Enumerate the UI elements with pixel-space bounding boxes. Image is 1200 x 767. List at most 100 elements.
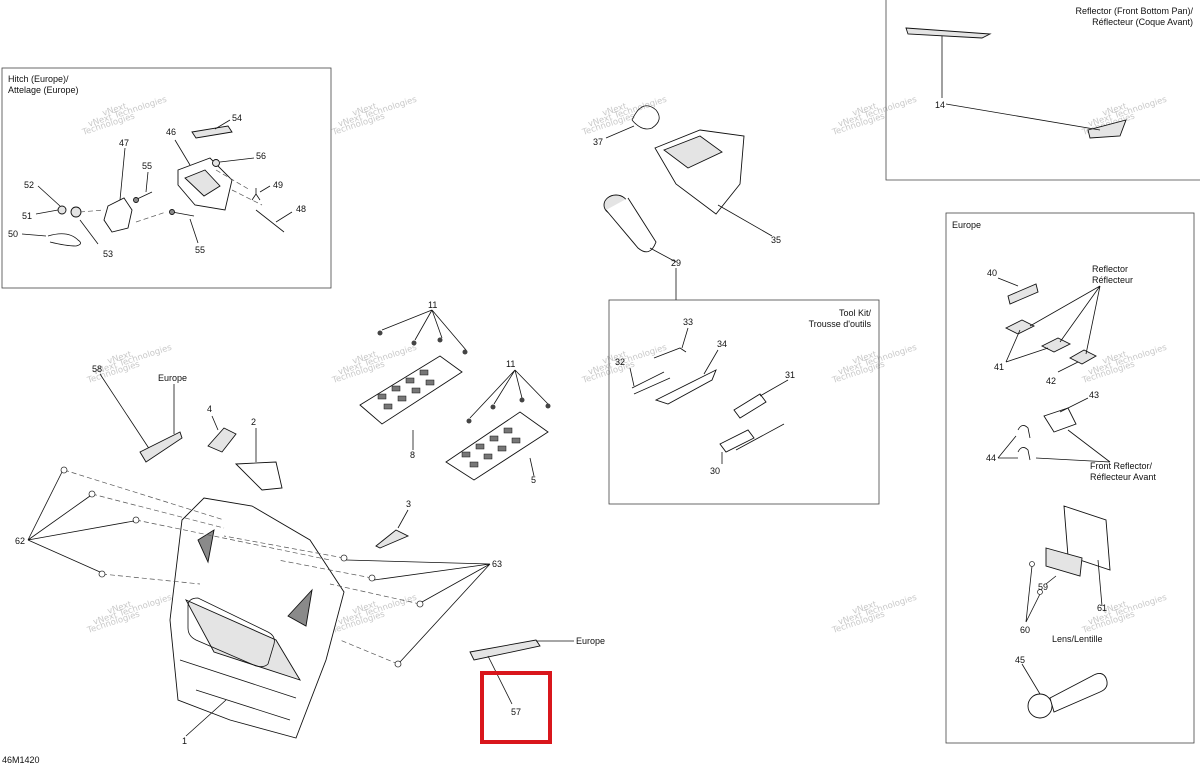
part-number: 8 — [410, 450, 415, 460]
highlight-box — [480, 671, 552, 744]
badge-part — [234, 461, 283, 491]
watermark: vNext Technologies — [1087, 95, 1169, 130]
part-number: 14 — [935, 100, 945, 110]
part-number: 62 — [15, 536, 25, 546]
part-number: 30 — [710, 466, 720, 476]
part-number: 11 — [506, 359, 515, 369]
part-number: 5 — [531, 475, 536, 485]
part-number: 29 — [671, 258, 681, 268]
wrench-part — [631, 371, 671, 395]
watermark: vNext Technologies — [92, 593, 174, 628]
hitch-title-2: Attelage (Europe) — [8, 85, 79, 95]
part-number: 43 — [1089, 390, 1099, 400]
small-decal-part — [207, 427, 237, 453]
reflector-front-frame — [885, 0, 1200, 181]
screwdriver-part — [719, 429, 755, 453]
part-number: 1 — [182, 736, 187, 746]
part-number: 31 — [785, 370, 795, 380]
reflector-label-2: Réflecteur — [1092, 275, 1133, 285]
europe-strip-part — [469, 639, 541, 661]
horn-part — [1049, 673, 1108, 713]
front-reflector-label-2: Réflecteur Avant — [1090, 472, 1156, 482]
clip-part — [1017, 425, 1031, 461]
part-number: 4 — [207, 404, 212, 414]
reflector-part — [1040, 337, 1072, 353]
watermark: vNext Technologies — [87, 95, 169, 130]
part-number: 48 — [296, 204, 306, 214]
allen-key-part — [653, 347, 687, 359]
side-decal-part — [375, 529, 410, 549]
hood-part — [169, 497, 345, 739]
watermark: vNext Technologies — [337, 593, 419, 628]
part-number: 57 — [511, 707, 521, 717]
tool-kit-frame — [608, 299, 880, 505]
hitch-title-1: Hitch (Europe)/ — [8, 74, 69, 84]
reflector-front-section: Reflector (Front Bottom Pan)/ Réflecteur… — [885, 0, 1200, 181]
part-number: 56 — [256, 151, 266, 161]
cylinder-part — [605, 197, 657, 253]
europe-note-58: Europe — [158, 373, 187, 383]
reflector-strip-part — [1087, 119, 1127, 139]
front-panel-assembly: Europe 58 4 2 3 1 62 63 Europe — [15, 364, 605, 746]
spanner-part — [654, 369, 717, 405]
part-number: 33 — [683, 317, 693, 327]
part-number: 60 — [1020, 625, 1030, 635]
diagram-code: 46M1420 — [2, 755, 40, 765]
watermark: vNext Technologies — [587, 343, 669, 378]
watermark: vNext Technologies — [337, 343, 419, 378]
lens-label: Lens/Lentille — [1052, 634, 1103, 644]
front-reflector-label-1: Front Reflector/ — [1090, 461, 1153, 471]
part-number: 54 — [232, 113, 242, 123]
part-number: 49 — [273, 180, 283, 190]
plate-holder-part — [1063, 505, 1111, 571]
reflector-front-title-2: Réflecteur (Coque Avant) — [1092, 17, 1193, 27]
part-number: 51 — [22, 211, 32, 221]
part-number: 34 — [717, 339, 727, 349]
reflector-front-title-1: Reflector (Front Bottom Pan)/ — [1075, 6, 1193, 16]
reflector-strip-part — [905, 27, 992, 39]
part-number: 53 — [103, 249, 113, 259]
part-number: 55 — [195, 245, 205, 255]
hitch-pin-part — [251, 188, 261, 201]
reflector-part — [1069, 349, 1097, 365]
hitch-frame — [1, 67, 332, 289]
watermark: vNext Technologies — [337, 95, 419, 130]
hitch-lock-part — [103, 197, 133, 233]
part-number: 45 — [1015, 655, 1025, 665]
europe-decal-part — [139, 431, 183, 463]
lens-part — [1045, 547, 1083, 577]
europe-section: Europe 40 Reflector Réflecteur 41 42 43 … — [945, 212, 1195, 744]
watermark: vNext Technologies — [1087, 343, 1169, 378]
footrest-assembly: 11 11 8 5 — [359, 300, 551, 485]
part-number: 63 — [492, 559, 502, 569]
horn-part — [1027, 693, 1053, 719]
watermark: vNext Technologies — [837, 95, 919, 130]
part-number: 35 — [771, 235, 781, 245]
cable-loop-part — [631, 105, 660, 130]
hitch-clip-part — [47, 233, 81, 247]
reflector-decal-part — [1007, 283, 1039, 305]
part-number: 61 — [1097, 603, 1107, 613]
part-number: 37 — [593, 137, 603, 147]
part-number: 55 — [142, 161, 152, 171]
part-number: 3 — [406, 499, 411, 509]
screwdriver-handle-part — [733, 393, 767, 419]
part-number: 46 — [166, 127, 176, 137]
part-number: 47 — [119, 138, 129, 148]
part-number: 44 — [986, 453, 996, 463]
tool-kit-section: Tool Kit/ Trousse d'outils 33 34 32 31 3… — [608, 299, 880, 505]
hitch-nut-part — [212, 159, 220, 167]
part-number: 32 — [615, 357, 625, 367]
part-number: 41 — [994, 362, 1004, 372]
part-number: 42 — [1046, 376, 1056, 386]
hitch-plate-part — [191, 125, 233, 139]
tool-kit-title-1: Tool Kit/ — [839, 308, 872, 318]
part-number: 52 — [24, 180, 34, 190]
part-number: 50 — [8, 229, 18, 239]
watermark: vNext Technologies — [837, 593, 919, 628]
europe-title: Europe — [952, 220, 981, 230]
part-number: 2 — [251, 417, 256, 427]
reflector-label-1: Reflector — [1092, 264, 1128, 274]
europe-frame — [945, 212, 1195, 744]
